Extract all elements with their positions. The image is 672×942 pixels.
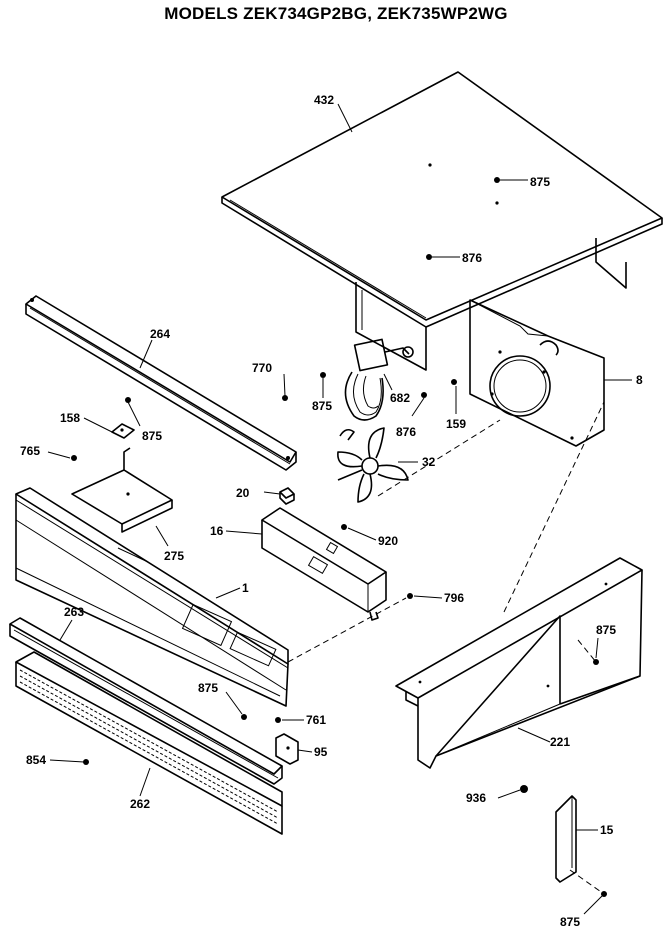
fan-motor: [344, 338, 414, 421]
rail: [25, 295, 297, 471]
callout-screw-fan-left: 875: [312, 399, 332, 413]
mount-bracket: [71, 447, 173, 533]
callout-fan-blade: 32: [422, 455, 436, 469]
callout-vent-grille: 262: [130, 797, 150, 811]
leader-lines: [47, 103, 632, 915]
callout-trim-263: 263: [64, 605, 84, 619]
callout-screw-854: 854: [26, 753, 46, 767]
callout-spacer-20: 20: [236, 486, 250, 500]
callout-screw-top-mid: 876: [462, 251, 482, 265]
callout-screw-761: 761: [306, 713, 326, 727]
top-panel: [221, 71, 663, 371]
assembly-line: [569, 869, 605, 895]
fan-blade: [337, 427, 409, 503]
control-panel: [15, 487, 289, 707]
callout-bracket-159: 159: [446, 417, 466, 431]
callout-screw-770: 770: [252, 361, 272, 375]
control-board: [261, 507, 387, 621]
callout-screw-875-lower: 875: [198, 681, 218, 695]
spacer: [279, 487, 295, 505]
assembly-line: [287, 597, 407, 663]
callout-bracket-95: 95: [314, 745, 328, 759]
side-panel: [395, 557, 643, 769]
callout-screw-bottom: 875: [560, 915, 580, 929]
callout-side-panel-screw: 875: [596, 623, 616, 637]
callout-mount-275: 275: [164, 549, 184, 563]
callout-screw-765: 765: [20, 444, 40, 458]
callout-rail: 264: [150, 327, 170, 341]
callout-control-panel: 1: [242, 581, 249, 595]
fan-bracket: [469, 299, 605, 447]
callout-screw-796: 796: [444, 591, 464, 605]
callout-fan-motor: 682: [390, 391, 410, 405]
assembly-line: [503, 401, 605, 613]
callout-screw-clip: 875: [142, 429, 162, 443]
callout-screw-fan-right: 876: [396, 425, 416, 439]
page-title: MODELS ZEK734GP2BG, ZEK735WP2WG: [164, 4, 508, 23]
assembly-line: [377, 419, 501, 497]
callout-screw-top-right: 875: [530, 175, 550, 189]
callout-bracket-8: 8: [636, 373, 643, 387]
callout-screw-936: 936: [466, 791, 486, 805]
callout-top-panel: 432: [314, 93, 334, 107]
callout-clip-158: 158: [60, 411, 80, 425]
assembly-line: [577, 639, 597, 663]
trim-strip: [9, 617, 283, 785]
callout-control-board: 16: [210, 524, 224, 538]
clip: [111, 423, 135, 439]
bracket-15: [555, 795, 577, 883]
callout-screw-920: 920: [378, 534, 398, 548]
bracket-95: [275, 733, 299, 765]
callout-bracket-15: 15: [600, 823, 614, 837]
vent-grille: [15, 651, 283, 835]
screws: [71, 177, 607, 897]
callout-side-panel: 221: [550, 735, 570, 749]
